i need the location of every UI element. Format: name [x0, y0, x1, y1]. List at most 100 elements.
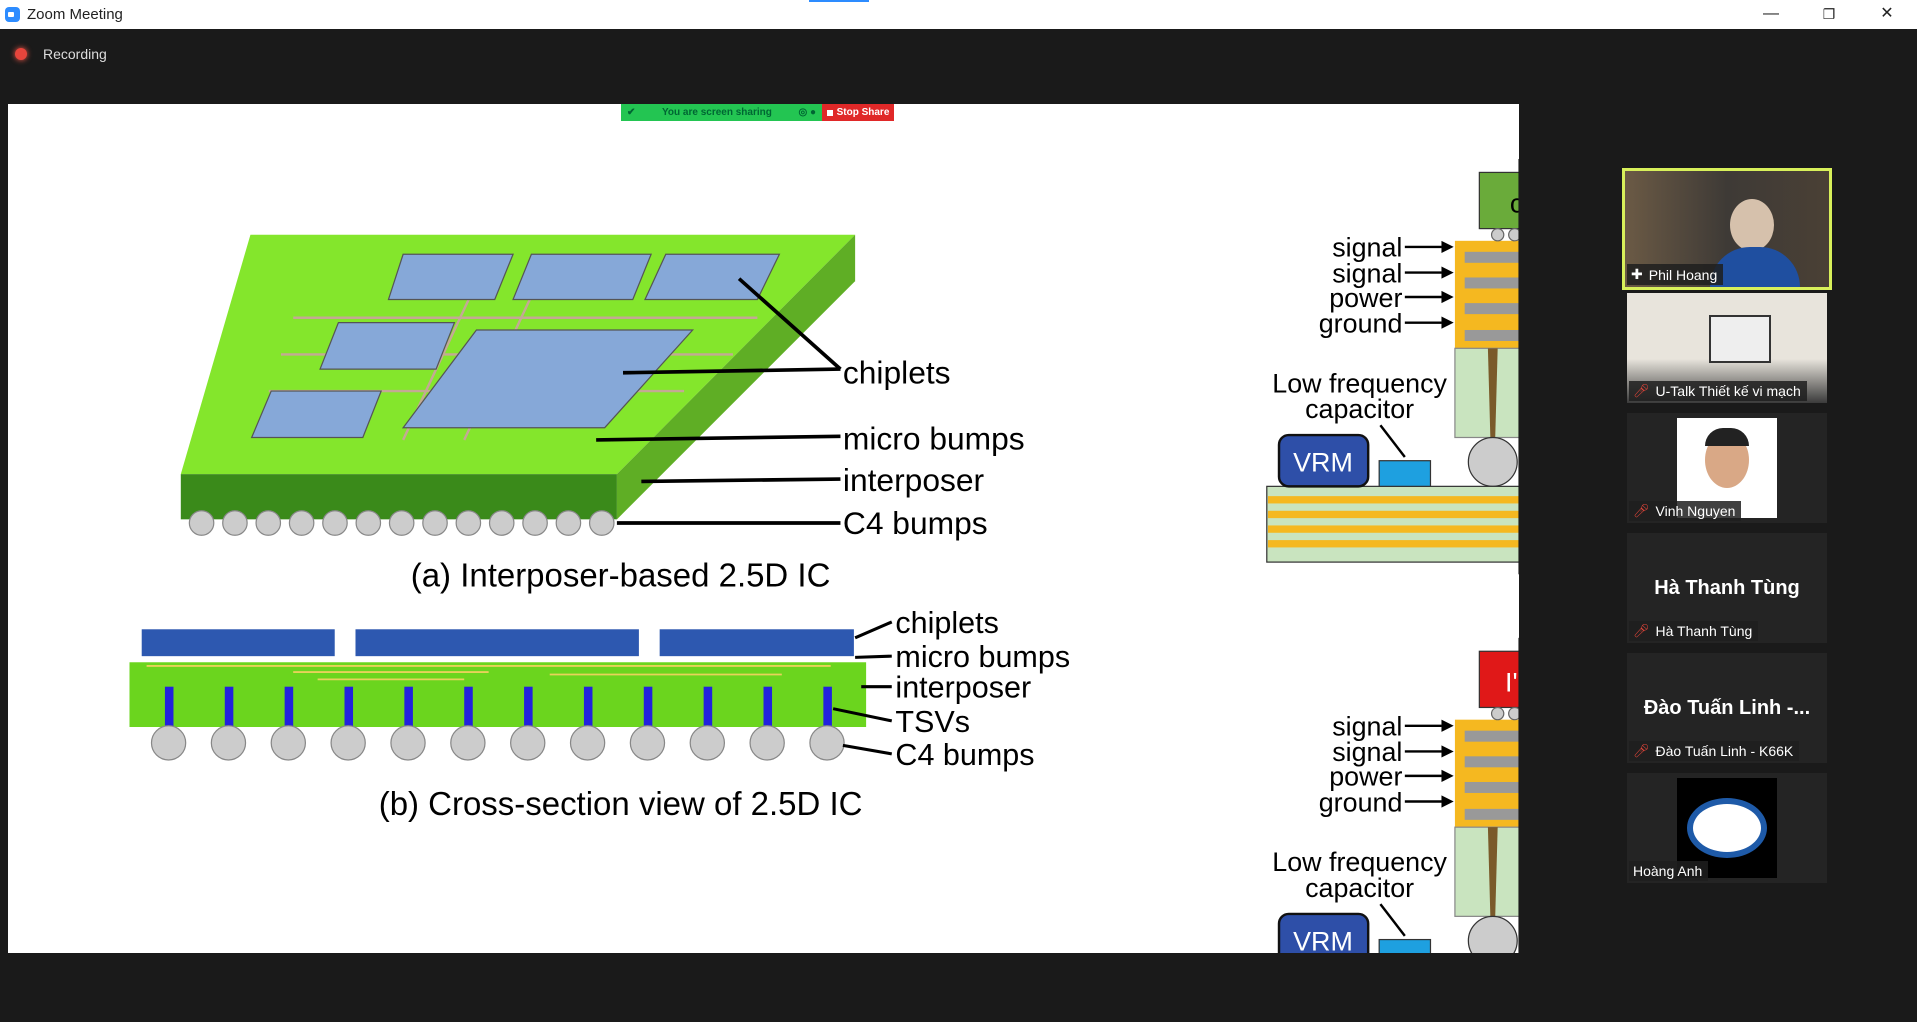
- participant-video-body: [1710, 247, 1800, 287]
- c4-bump: [689, 725, 726, 761]
- layer-label: power: [1329, 762, 1402, 792]
- name-tag: 🎤︎Đào Tuấn Linh - K66K: [1629, 741, 1800, 761]
- c4-bump: [749, 725, 785, 761]
- participant-tile-ha-thanh-tung[interactable]: Hà Thanh Tùng 🎤︎Hà Thanh Tùng: [1627, 533, 1827, 643]
- stop-share-button[interactable]: Stop Share: [822, 104, 894, 121]
- mic-muted-icon: 🎤︎: [1633, 623, 1650, 638]
- c4-bump: [255, 510, 282, 536]
- mic-muted-icon: 🎤︎: [1633, 383, 1650, 398]
- c4-bump: [322, 510, 348, 536]
- name-tag: 🎤︎Vinh Nguyen: [1629, 501, 1742, 521]
- caption-b: (b) Cross-section view of 2.5D IC: [379, 785, 863, 822]
- recording-indicator[interactable]: Recording: [15, 46, 107, 62]
- tsv: [284, 686, 294, 728]
- minimize-button[interactable]: —: [1763, 5, 1779, 22]
- participant-tile-hoang-anh[interactable]: Hoàng Anh: [1627, 773, 1827, 883]
- participant-tile-dao-tuan-linh[interactable]: Đào Tuấn Linh -... 🎤︎Đào Tuấn Linh - K66…: [1627, 653, 1827, 763]
- name-tag: 🎤︎Hà Thanh Tùng: [1629, 621, 1759, 641]
- tsv: [464, 686, 473, 728]
- participant-display-name: Hà Thanh Tùng: [1654, 577, 1800, 599]
- layer-label: power: [1329, 283, 1402, 313]
- window-title: Zoom Meeting: [27, 6, 123, 23]
- c4-bump: [288, 510, 315, 536]
- layer-label: signal: [1332, 737, 1402, 767]
- tsv: [643, 686, 653, 728]
- layer-label: signal: [1332, 233, 1402, 263]
- mic-muted-icon: 🎤︎: [1633, 743, 1650, 758]
- tsv: [344, 686, 354, 728]
- label-chiplets-a: chiplets: [843, 355, 951, 391]
- c4-bump: [510, 725, 546, 761]
- top-chip-label-2: I': [1505, 668, 1518, 698]
- c4-bump: [330, 725, 366, 761]
- share-options-icon[interactable]: ◎ ●: [798, 107, 816, 118]
- tsv: [703, 686, 713, 728]
- c4-bump: [150, 725, 187, 761]
- tsv: [224, 686, 234, 728]
- c4-bump: [555, 510, 582, 536]
- c4-bump: [422, 510, 448, 536]
- name-tag: ✚ Phil Hoang: [1627, 264, 1724, 285]
- capacitor-label: capacitor: [1305, 873, 1414, 903]
- participant-tile-phil-hoang[interactable]: ✚ Phil Hoang: [1622, 168, 1832, 290]
- sharing-status[interactable]: ✔ You are screen sharing ◎ ●: [621, 104, 822, 121]
- interposer-3d: [180, 234, 856, 536]
- label-c4-bumps-b: C4 bumps: [895, 738, 1034, 772]
- participant-display-name: Đào Tuấn Linh -...: [1643, 697, 1811, 719]
- stop-icon: [826, 109, 833, 116]
- c4-bump: [355, 510, 382, 536]
- recording-label: Recording: [43, 46, 107, 62]
- label-interposer-b: interposer: [895, 671, 1031, 705]
- c4-bump: [809, 725, 845, 761]
- c4-bump: [455, 510, 482, 536]
- capacitor-label: Low frequency: [1272, 847, 1447, 877]
- cross-section: [129, 629, 867, 761]
- label-c4-bumps-a: C4 bumps: [843, 505, 988, 541]
- recording-dot-icon: [15, 48, 27, 60]
- label-chiplets-b: chiplets: [895, 606, 998, 640]
- tsv: [164, 686, 174, 728]
- participant-name: Hoàng Anh: [1633, 863, 1703, 879]
- stop-share-label: Stop Share: [836, 107, 890, 118]
- zoom-logo-icon: [5, 7, 20, 22]
- name-tag: Hoàng Anh: [1629, 861, 1709, 881]
- tsv: [763, 686, 773, 728]
- tsv: [583, 686, 593, 728]
- participant-video: [1730, 199, 1774, 251]
- c4-bump: [222, 510, 248, 536]
- tsv: [823, 686, 832, 728]
- title-bar: Zoom Meeting — ❐ ✕: [0, 0, 1917, 29]
- vrm-block: [1277, 433, 1370, 488]
- c4-bump: [488, 510, 515, 536]
- participant-tile-vinh-nguyen[interactable]: 🎤︎Vinh Nguyen: [1627, 413, 1827, 523]
- participant-tile-utalk[interactable]: 🎤︎ U-Talk Thiết kế vi mạch: [1627, 293, 1827, 403]
- tab-indicator: [809, 0, 869, 2]
- tsv: [404, 686, 413, 728]
- university-logo: [1677, 778, 1777, 878]
- signal-icon: ✔: [627, 107, 636, 118]
- participant-name: Phil Hoang: [1648, 266, 1718, 283]
- slide-diagram: chiplets micro bumps interposer C4 bumps…: [129, 158, 1531, 1022]
- c4-bump: [390, 725, 426, 761]
- sharing-status-text: You are screen sharing: [661, 107, 772, 118]
- layer-label: ground: [1319, 308, 1403, 338]
- shared-screen: chiplets micro bumps interposer C4 bumps…: [8, 104, 1531, 1022]
- c4-bump: [270, 725, 307, 761]
- layer-label: signal: [1332, 258, 1402, 288]
- c4-bump: [569, 725, 606, 761]
- pin-icon: ✚: [1631, 266, 1643, 282]
- name-tag: 🎤︎ U-Talk Thiết kế vi mạch: [1629, 381, 1807, 401]
- c4-bump: [210, 725, 247, 761]
- layer-label: signal: [1332, 712, 1402, 742]
- participant-name: U-Talk Thiết kế vi mạch: [1655, 383, 1801, 399]
- screen-sharing-bar: ✔ You are screen sharing ◎ ● Stop Share: [621, 104, 894, 121]
- top-chip-label-1: c: [1510, 189, 1519, 219]
- restore-button[interactable]: ❐: [1822, 6, 1836, 22]
- close-button[interactable]: ✕: [1880, 5, 1894, 22]
- participant-name: Vinh Nguyen: [1655, 503, 1736, 519]
- tsv: [524, 686, 533, 728]
- c4-bump: [522, 510, 548, 536]
- c4-bump: [388, 510, 415, 536]
